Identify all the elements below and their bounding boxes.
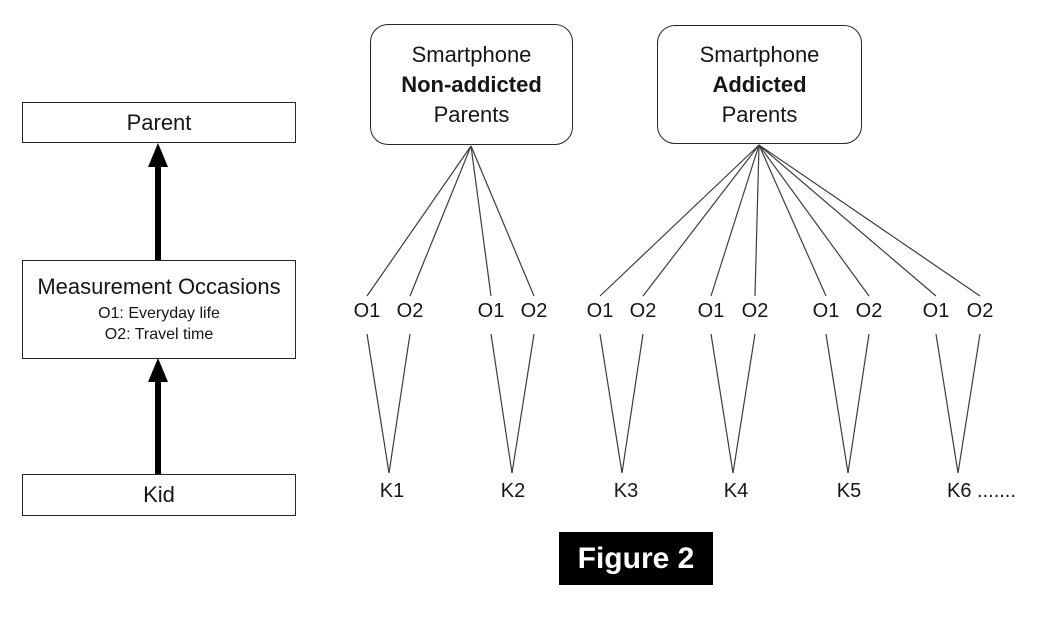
non-addicted-parents-box: Smartphone Non-addicted Parents bbox=[370, 24, 573, 145]
occasion-label-o2: O2 bbox=[741, 300, 769, 322]
occasion-label-o1: O1 bbox=[353, 300, 381, 322]
kid-label-k6: K6 ....... bbox=[947, 480, 1016, 502]
occasion-label-o2: O2 bbox=[520, 300, 548, 322]
group-line-emphasis: Addicted bbox=[712, 71, 807, 97]
occasion-label-o1: O1 bbox=[697, 300, 725, 322]
kid-label: Kid bbox=[143, 482, 175, 507]
occasion-2-description: O2: Travel time bbox=[104, 326, 214, 343]
occasion-label-o2: O2 bbox=[855, 300, 883, 322]
figure-caption: Figure 2 bbox=[559, 532, 713, 585]
measurement-to-parent-arrow bbox=[148, 143, 168, 260]
occasion-label-o1: O1 bbox=[586, 300, 614, 322]
kid-label-k5: K5 bbox=[836, 480, 862, 502]
non-addicted-fan-lines bbox=[366, 145, 535, 297]
kid-label-k1: K1 bbox=[379, 480, 405, 502]
occasion-label-o1: O1 bbox=[812, 300, 840, 322]
kid-label-k2: K2 bbox=[500, 480, 526, 502]
occasion-label-o2: O2 bbox=[629, 300, 657, 322]
addicted-parents-box: Smartphone Addicted Parents bbox=[657, 25, 862, 144]
parent-label: Parent bbox=[126, 109, 192, 135]
kid-label-k3: K3 bbox=[613, 480, 639, 502]
measurement-occasions-box: Measurement Occasions O1: Everyday life … bbox=[22, 260, 296, 359]
occasion-to-kid-lines bbox=[366, 333, 981, 474]
occasion-label-o2: O2 bbox=[396, 300, 424, 322]
group-line-emphasis: Non-addicted bbox=[401, 71, 542, 97]
occasion-label-o1: O1 bbox=[477, 300, 505, 322]
occasion-label-o2: O2 bbox=[966, 300, 994, 322]
figure-caption-text: Figure 2 bbox=[577, 541, 695, 575]
kid-box: Kid bbox=[22, 474, 296, 516]
occasion-1-description: O1: Everyday life bbox=[98, 305, 220, 322]
kid-label-k4: K4 bbox=[723, 480, 749, 502]
kid-to-measurement-arrow bbox=[148, 358, 168, 474]
addicted-fan-lines bbox=[599, 144, 981, 297]
group-line: Smartphone bbox=[699, 41, 820, 67]
measurement-occasions-title: Measurement Occasions bbox=[37, 274, 281, 299]
group-line: Parents bbox=[433, 101, 510, 127]
group-line: Parents bbox=[721, 101, 798, 127]
group-line: Smartphone bbox=[411, 41, 532, 67]
parent-box: Parent bbox=[22, 102, 296, 143]
occasion-label-o1: O1 bbox=[922, 300, 950, 322]
